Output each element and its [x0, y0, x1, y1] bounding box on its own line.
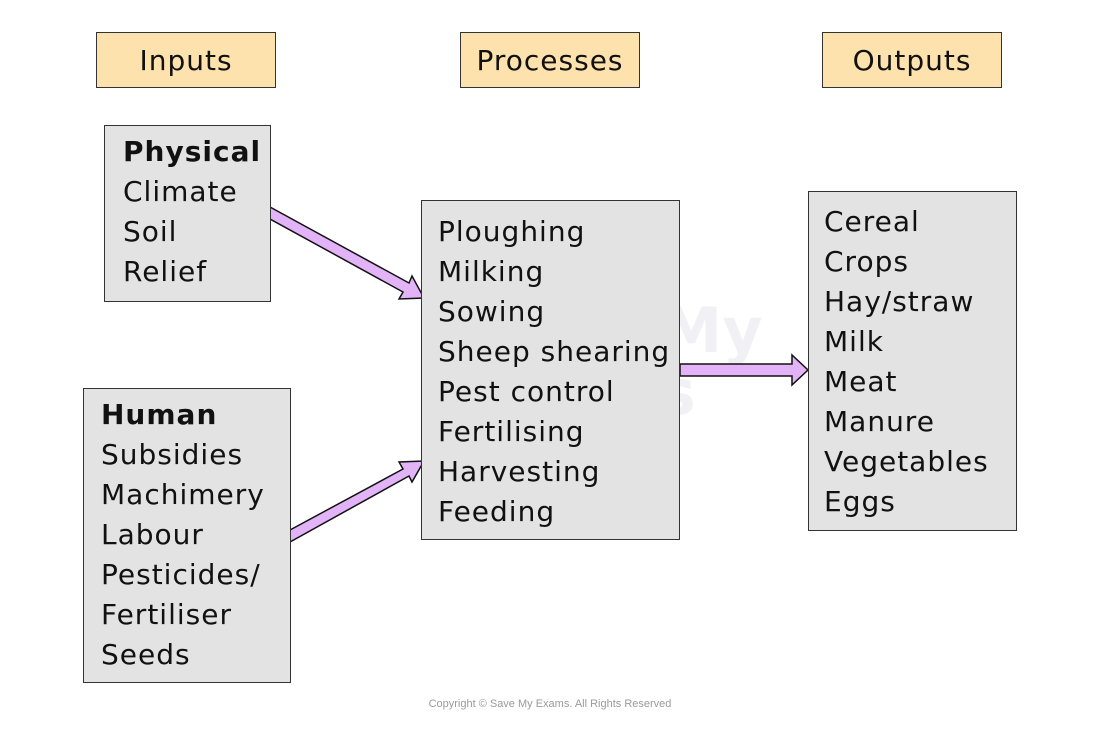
arrow-human-to-processes: [289, 460, 426, 544]
process-item: Sheep shearing: [438, 335, 671, 368]
process-item: Fertilising: [438, 415, 585, 448]
outputs-box: Cereal Crops Hay/straw Milk Meat Manure …: [808, 191, 1017, 531]
processes-header-label: Processes: [476, 43, 624, 77]
output-item: Milk: [824, 325, 884, 358]
output-item: Crops: [824, 245, 909, 278]
output-item: Eggs: [824, 485, 896, 518]
physical-title: Physical: [123, 135, 262, 168]
human-item: Labour: [101, 518, 204, 551]
human-item: Pesticides/: [101, 558, 261, 591]
processes-header: Processes: [460, 32, 640, 88]
human-item: Machimery: [101, 478, 265, 511]
process-item: Ploughing: [438, 215, 586, 248]
physical-item: Relief: [123, 255, 208, 288]
process-item: Harvesting: [438, 455, 601, 488]
process-item: Pest control: [438, 375, 615, 408]
inputs-header: Inputs: [96, 32, 276, 88]
output-item: Hay/straw: [824, 285, 975, 318]
output-item: Cereal: [824, 205, 920, 238]
outputs-header-label: Outputs: [852, 43, 972, 77]
physical-inputs-box: Physical Climate Soil Relief: [104, 125, 271, 302]
inputs-header-label: Inputs: [139, 43, 233, 77]
output-item: Manure: [824, 405, 935, 438]
human-item: Subsidies: [101, 438, 244, 471]
process-item: Feeding: [438, 495, 556, 528]
arrow-processes-to-outputs: [679, 353, 810, 387]
human-inputs-box: Human Subsidies Machimery Labour Pestici…: [83, 388, 291, 683]
physical-item: Climate: [123, 175, 238, 208]
output-item: Vegetables: [824, 445, 989, 478]
human-item: Seeds: [101, 638, 191, 671]
process-item: Sowing: [438, 295, 546, 328]
output-item: Meat: [824, 365, 898, 398]
human-title: Human: [101, 398, 218, 431]
arrow-physical-to-processes: [269, 205, 426, 300]
human-item: Fertiliser: [101, 598, 232, 631]
physical-item: Soil: [123, 215, 178, 248]
process-item: Milking: [438, 255, 545, 288]
copyright-notice: Copyright © Save My Exams. All Rights Re…: [428, 698, 672, 710]
processes-box: Ploughing Milking Sowing Sheep shearing …: [421, 200, 680, 540]
outputs-header: Outputs: [822, 32, 1002, 88]
